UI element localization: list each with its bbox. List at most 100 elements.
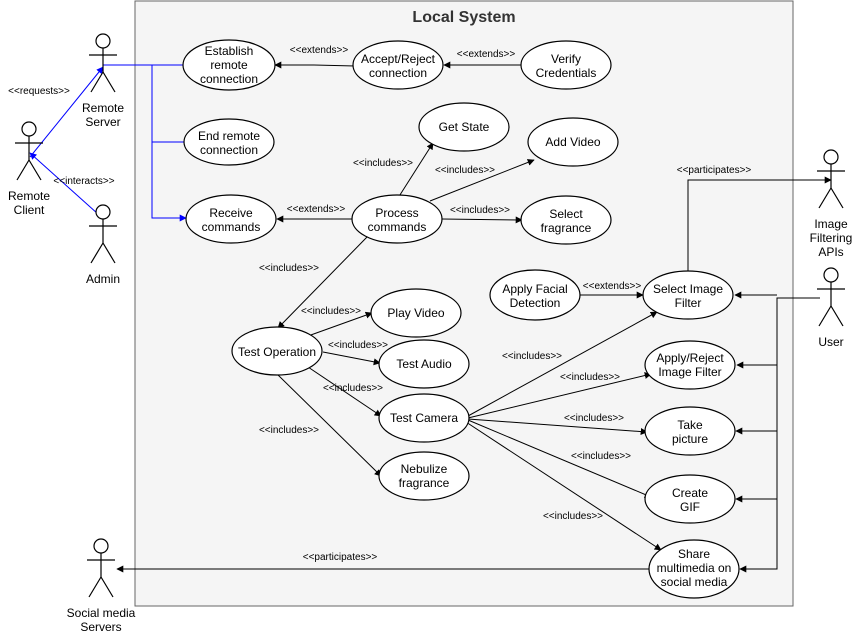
stick-figure-icon	[87, 538, 115, 598]
svg-text:Test Operation: Test Operation	[238, 345, 316, 359]
svg-text:Test Audio: Test Audio	[396, 357, 452, 371]
usecase-test-audio[interactable]: Test Audio	[378, 339, 470, 389]
edge-user-share	[739, 297, 820, 573]
actor-admin[interactable]: Admin	[86, 204, 120, 286]
label-includes-audio: <<includes>>	[328, 340, 388, 351]
label-includes-takepicture: <<includes>>	[564, 413, 624, 424]
stick-figure-icon	[817, 149, 845, 209]
edge-process-addvideo	[429, 159, 535, 202]
usecase-add-video[interactable]: Add Video	[527, 117, 619, 167]
label-requests: <<requests>>	[8, 86, 70, 97]
label-includes-camera: <<includes>>	[323, 383, 383, 394]
edge-accept-establish	[274, 61, 356, 69]
edge-camera-takepicture	[467, 418, 648, 436]
svg-text:User: User	[818, 335, 843, 349]
edge-camera-applyfilter	[467, 372, 652, 419]
edge-selectfilter-apis	[687, 176, 832, 272]
label-includes-getstate: <<includes>>	[353, 158, 413, 169]
usecase-test-camera[interactable]: Test Camera	[378, 393, 470, 443]
usecase-get-state[interactable]: Get State	[418, 102, 510, 152]
label-extends-receive: <<extends>>	[287, 204, 346, 215]
system-title: Local System	[412, 9, 515, 26]
edge-camera-creategif	[467, 419, 652, 498]
label-includes-playvideo: <<includes>>	[301, 306, 361, 317]
edge-process-getstate	[397, 142, 434, 199]
label-includes-fragrance: <<includes>>	[450, 205, 510, 216]
svg-text:Add Video: Add Video	[545, 135, 600, 149]
edge-camera-share	[465, 421, 662, 551]
stick-figure-icon	[817, 267, 845, 327]
label-includes-testop: <<includes>>	[259, 263, 319, 274]
svg-text:Test Camera: Test Camera	[390, 411, 458, 425]
label-extends-accept: <<extends>>	[290, 45, 349, 56]
label-extends-verify: <<extends>>	[457, 49, 516, 60]
svg-text:Get State: Get State	[439, 120, 490, 134]
label-extends-facial: <<extends>>	[583, 281, 642, 292]
stick-figure-icon	[89, 33, 117, 93]
edge-client-server	[29, 66, 104, 158]
svg-text:Admin: Admin	[86, 272, 120, 286]
label-includes-addvideo: <<includes>>	[435, 165, 495, 176]
label-interacts: <<interacts>>	[53, 176, 114, 187]
edge-testop-audio	[322, 351, 381, 366]
edge-process-testop	[277, 235, 369, 329]
label-includes-selectfilter: <<includes>>	[502, 351, 562, 362]
label-participates-apis: <<participates>>	[677, 165, 752, 176]
edge-process-fragrance	[441, 216, 523, 224]
stick-figure-icon	[89, 204, 117, 264]
svg-text:Play Video: Play Video	[387, 306, 444, 320]
usecase-test-operation[interactable]: Test Operation	[231, 326, 323, 376]
edges	[29, 61, 832, 573]
edge-testop-nebulize	[276, 373, 382, 477]
label-includes-share: <<includes>>	[543, 511, 603, 522]
edge-admin-client	[29, 152, 99, 215]
label-includes-creategif: <<includes>>	[571, 451, 631, 462]
label-includes-nebulize: <<includes>>	[259, 425, 319, 436]
stick-figure-icon	[15, 121, 43, 181]
actor-user[interactable]: User	[817, 267, 845, 349]
label-participates-social: <<participates>>	[303, 552, 378, 563]
usecase-play-video[interactable]: Play Video	[370, 288, 462, 338]
edge-camera-selectfilter	[467, 311, 658, 417]
label-includes-applyfilter: <<includes>>	[560, 372, 620, 383]
edge-testop-camera	[307, 366, 382, 417]
relation-labels: <<requests>> <<interacts>> <<extends>> <…	[8, 45, 751, 563]
